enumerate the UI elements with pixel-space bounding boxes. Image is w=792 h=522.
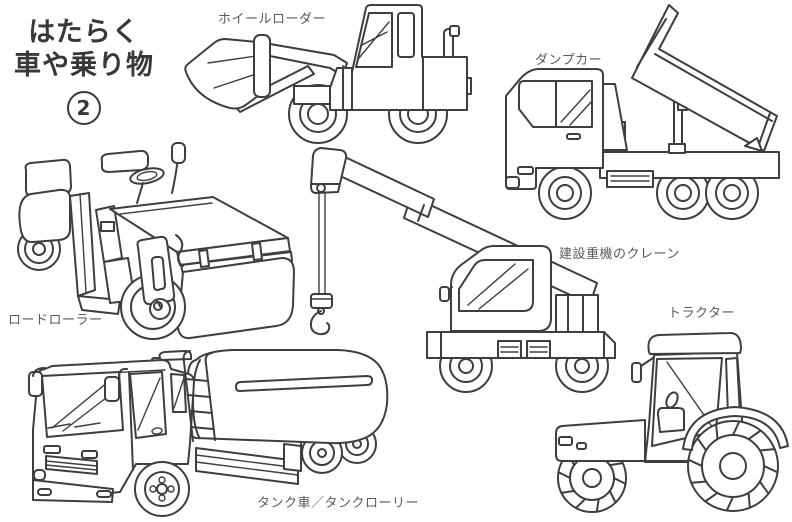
title-line-2: 車や乗り物: [14, 50, 154, 81]
crane-truck-drawing: [309, 147, 616, 393]
wheel-loader-drawing: [184, 4, 472, 144]
title-line-1: はたらく: [28, 17, 140, 48]
label-wheel-loader: ホイールローダー: [218, 12, 327, 27]
label-tank-truck: タンク車／タンクローリー: [257, 496, 420, 511]
title-number-badge: 2: [67, 91, 101, 125]
label-tractor: トラクター: [668, 306, 735, 321]
road-roller-drawing: [17, 142, 295, 340]
label-crane: 建設重機のクレーン: [559, 247, 680, 262]
tank-truck-drawing: [28, 349, 389, 517]
label-dump-truck: ダンプカー: [535, 53, 603, 68]
label-road-roller: ロードローラー: [8, 313, 103, 328]
dump-truck-drawing: [505, 4, 780, 220]
tractor-drawing: [555, 331, 789, 513]
page-title: はたらく 車や乗り物 2: [0, 16, 168, 125]
title-number: 2: [76, 95, 92, 120]
